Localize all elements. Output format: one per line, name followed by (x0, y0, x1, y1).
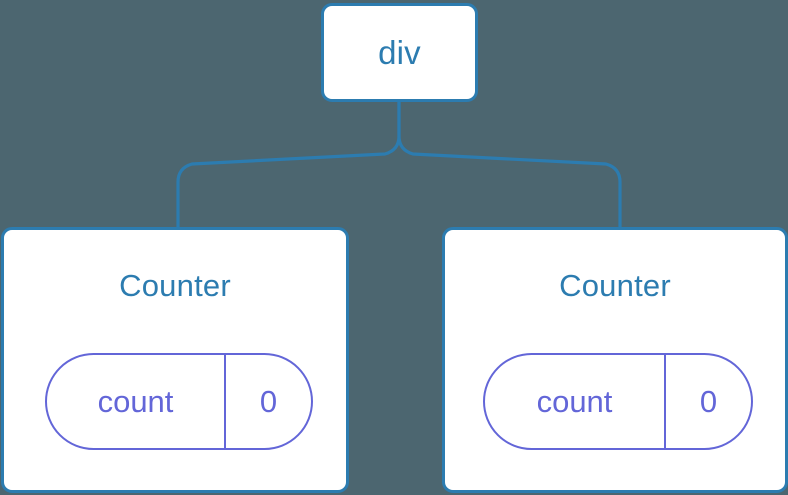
state-pill-divider-right (664, 355, 666, 448)
state-pill-divider-left (224, 355, 226, 448)
node-div-label: div (378, 34, 421, 71)
state-key-left: count (97, 384, 174, 419)
connector-div-to-counter-left (176, 99, 401, 229)
node-counter-right[interactable]: Counter count 0 (442, 227, 788, 493)
counter-content-left: Counter count 0 (4, 230, 346, 490)
connector-div-to-counter-right (397, 99, 622, 229)
state-pill-right[interactable]: count 0 (483, 353, 753, 450)
state-pill-left[interactable]: count 0 (45, 353, 313, 450)
counter-title-right: Counter (559, 268, 671, 303)
node-div[interactable]: div (321, 3, 478, 102)
state-value-left: 0 (259, 384, 278, 419)
counter-content-right: Counter count 0 (445, 230, 785, 490)
state-value-right: 0 (699, 384, 718, 419)
counter-title-left: Counter (119, 268, 231, 303)
state-key-right: count (536, 384, 613, 419)
node-counter-left[interactable]: Counter count 0 (1, 227, 349, 493)
